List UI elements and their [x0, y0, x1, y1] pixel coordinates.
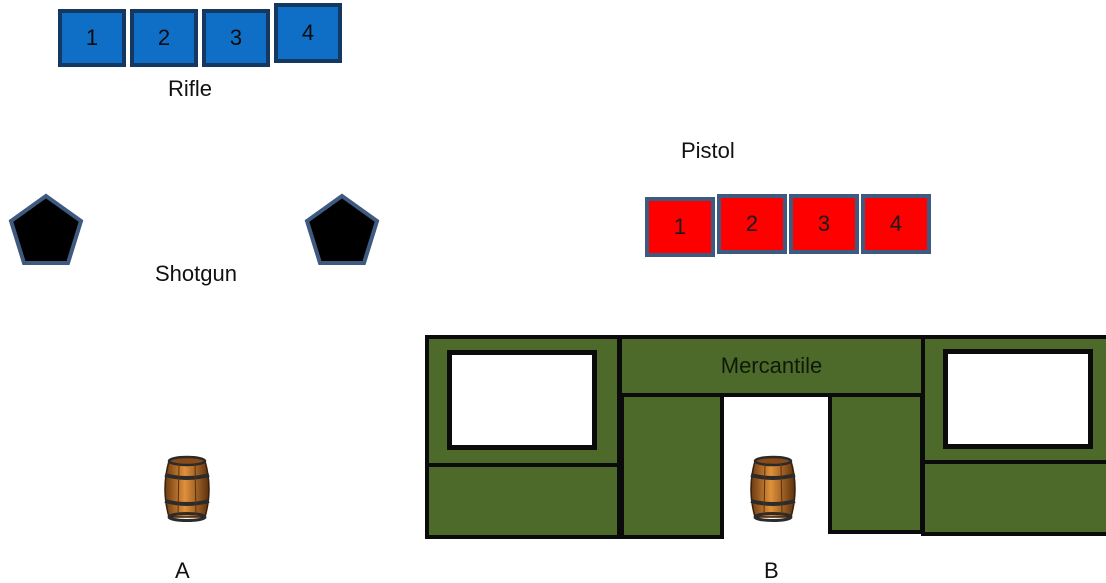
mercantile-sign: Mercantile	[618, 335, 925, 397]
rifle-target-4: 4	[274, 3, 342, 63]
pistol-target-row: 1 2 3 4	[645, 194, 931, 257]
mercantile-sign-text: Mercantile	[720, 353, 823, 378]
window-left	[447, 350, 597, 450]
building-right-base	[921, 460, 1106, 536]
pistol-target-4: 4	[861, 194, 931, 254]
door-pillar-left	[620, 393, 724, 539]
rifle-target-3: 3	[202, 9, 270, 67]
rifle-target-1: 1	[58, 9, 126, 67]
shotgun-target-left	[8, 193, 84, 265]
pistol-target-2: 2	[717, 194, 787, 254]
building-left-base	[425, 463, 621, 539]
barrel-icon	[750, 455, 796, 522]
pistol-target-1: 1	[645, 197, 715, 257]
position-b-label: B	[764, 558, 779, 583]
rifle-target-row: 1 2 3 4	[58, 3, 342, 67]
barrel-icon	[164, 455, 210, 522]
door-pillar-right	[828, 393, 924, 534]
pistol-label: Pistol	[681, 138, 735, 163]
shotgun-target-right	[304, 193, 380, 265]
rifle-target-2: 2	[130, 9, 198, 67]
window-right	[943, 349, 1093, 449]
shotgun-label: Shotgun	[155, 261, 237, 286]
pistol-target-3: 3	[789, 194, 859, 254]
position-a-label: A	[175, 558, 190, 583]
rifle-label: Rifle	[168, 76, 213, 101]
